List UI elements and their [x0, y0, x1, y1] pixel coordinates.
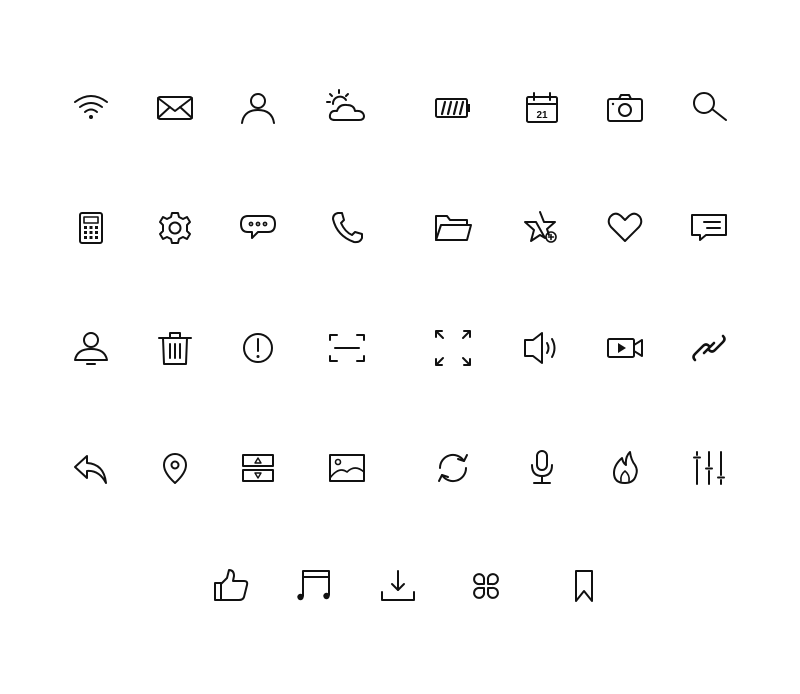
microphone-icon — [522, 448, 562, 488]
scan-icon — [327, 328, 367, 368]
message-icon — [689, 208, 729, 248]
calculator-icon — [71, 208, 111, 248]
gear-icon — [155, 208, 195, 248]
volume-icon — [522, 328, 562, 368]
battery-icon — [433, 88, 473, 128]
heart-icon — [605, 208, 645, 248]
partly-cloudy-icon — [326, 88, 367, 128]
link-icon — [689, 328, 729, 368]
user-outline-icon — [71, 328, 111, 368]
sliders-icon — [689, 448, 729, 488]
refresh-icon — [433, 448, 473, 488]
phone-icon — [327, 208, 367, 248]
reply-icon — [71, 448, 111, 488]
download-icon — [378, 566, 418, 606]
chat-bubble-icon — [238, 208, 278, 248]
image-icon — [327, 448, 367, 488]
calendar-icon: 21 — [522, 88, 562, 128]
calendar-day-number: 21 — [536, 110, 548, 121]
wifi-icon — [71, 88, 111, 128]
fire-icon — [605, 448, 645, 488]
search-icon — [689, 88, 729, 128]
trash-icon — [155, 328, 195, 368]
expand-icon — [433, 328, 473, 368]
alert-circle-icon — [238, 328, 278, 368]
user-icon — [238, 88, 278, 128]
folder-icon — [433, 208, 473, 248]
vertical-split-icon — [238, 448, 278, 488]
command-key-icon — [466, 566, 506, 606]
thumbs-up-icon — [211, 566, 251, 606]
location-pin-icon — [155, 448, 195, 488]
bookmark-icon — [564, 566, 604, 606]
camera-icon — [605, 88, 645, 128]
mail-icon — [155, 88, 195, 128]
video-camera-icon — [605, 328, 645, 368]
music-note-icon — [294, 566, 334, 606]
star-add-icon — [522, 208, 562, 248]
